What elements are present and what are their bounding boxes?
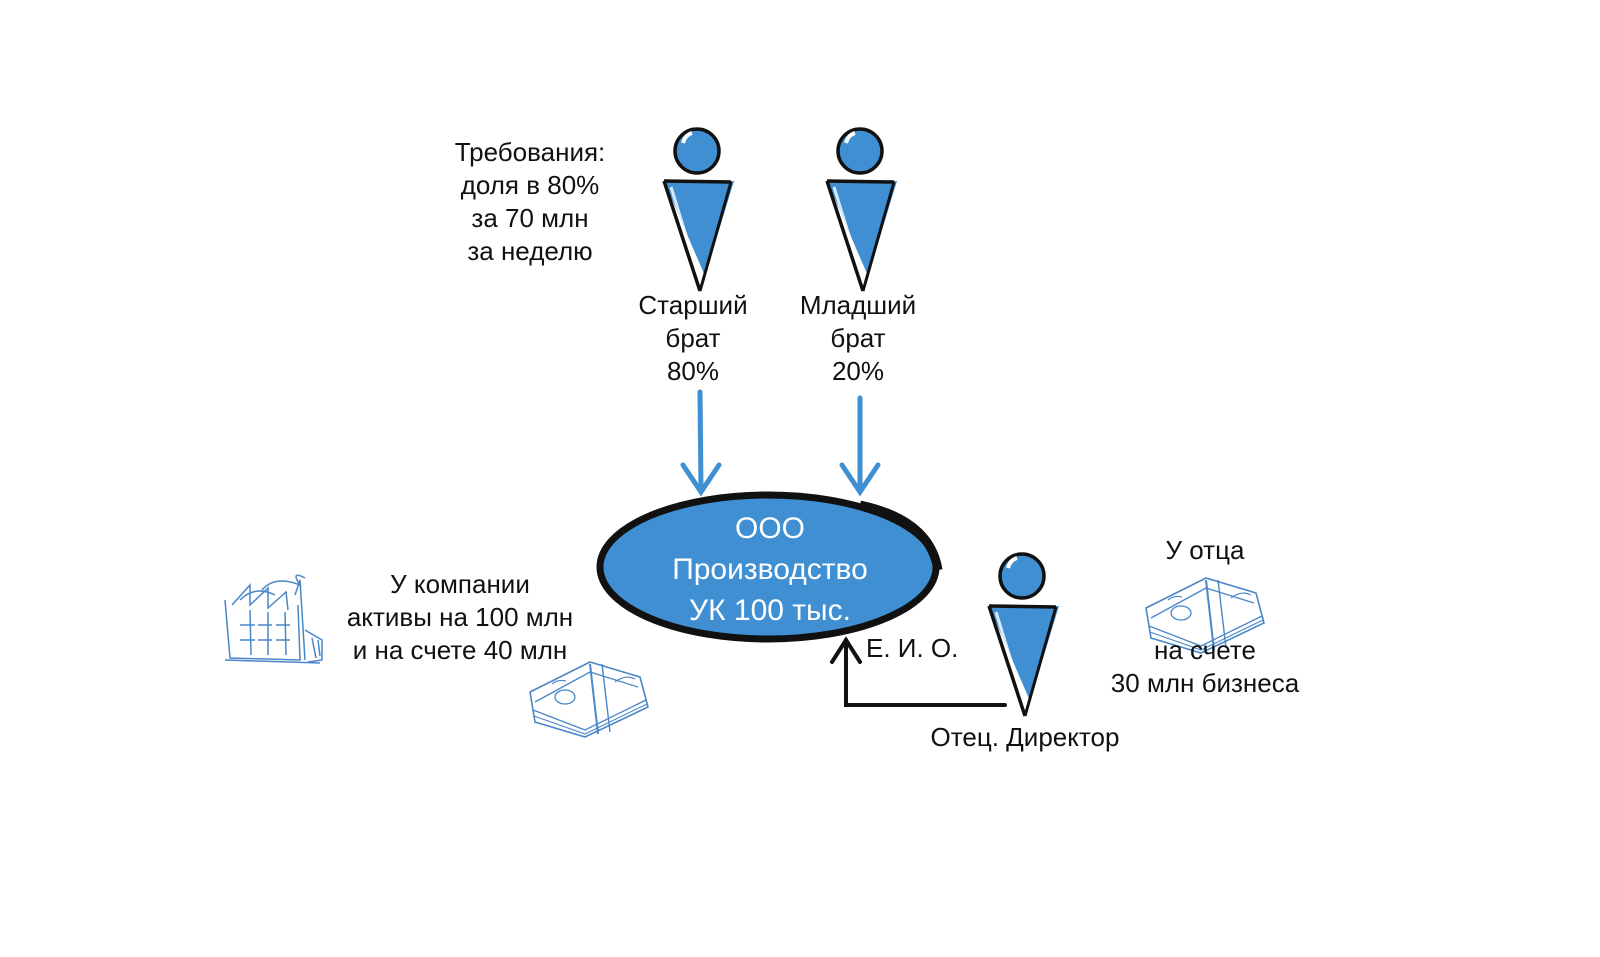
- younger-brother-share: 20%: [831, 356, 885, 386]
- requirements-line: доля в 80%: [460, 170, 600, 200]
- father-funds-line: на счете: [1154, 635, 1256, 665]
- company-assets-text: У компании активы на 100 млн и на счете …: [330, 568, 590, 667]
- eio-arrow-icon: [830, 636, 1007, 707]
- company-line: Производство: [672, 553, 868, 586]
- father-person-icon: [987, 552, 1061, 718]
- younger-brother-person-icon: [825, 127, 899, 293]
- younger-brother-arrow-icon: [839, 395, 881, 497]
- father-funds-line: 30 млн бизнеса: [1110, 668, 1300, 698]
- father-label: Отец. Директор: [930, 722, 1120, 752]
- younger-brother-line: брат: [830, 323, 886, 353]
- company-assets-line: У компании: [390, 569, 530, 599]
- company-assets-line: активы на 100 млн: [346, 602, 574, 632]
- elder-brother-person-icon: [662, 127, 736, 293]
- requirements-line: Требования:: [454, 137, 606, 167]
- company-assets-line: и на счете 40 млн: [352, 635, 568, 665]
- elder-brother-label: Старший брат 80%: [618, 289, 768, 388]
- younger-brother-line: Младший: [799, 290, 917, 320]
- father-funds-text: на счете 30 млн бизнеса: [1090, 634, 1320, 700]
- elder-brother-share: 80%: [666, 356, 720, 386]
- requirements-line: за 70 млн: [471, 203, 589, 233]
- younger-brother-label: Младший брат 20%: [783, 289, 933, 388]
- elder-brother-line: Старший: [638, 290, 748, 320]
- factory-icon: [224, 574, 323, 664]
- elder-brother-arrow-icon: [680, 389, 722, 497]
- company-oval: [596, 491, 943, 643]
- requirements-line: за неделю: [467, 236, 593, 266]
- company-money-stack-icon: [529, 661, 649, 738]
- company-capital: УК 100 тыс.: [689, 594, 851, 627]
- father-funds-title: У отца: [1165, 535, 1245, 565]
- requirements-text: Требования: доля в 80% за 70 млн за неде…: [430, 136, 630, 268]
- eio-label: Е. И. О.: [866, 633, 959, 663]
- company-name: ООО Производство УК 100 тыс.: [600, 508, 940, 631]
- elder-brother-line: брат: [665, 323, 721, 353]
- company-line: ООО: [734, 512, 805, 545]
